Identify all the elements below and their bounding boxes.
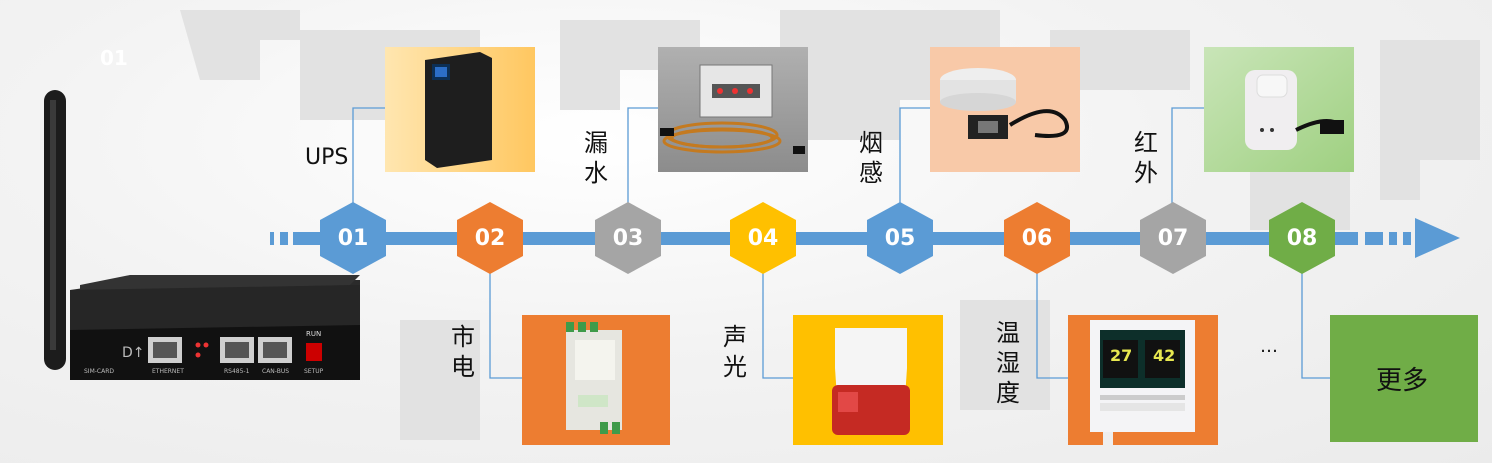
label-smoke: 烟感 [859,129,883,187]
step-marker-04: 04 [730,202,796,274]
gateway-device-image: D↑ [44,90,360,380]
step-marker-08: 08 [1269,202,1335,274]
step-number: 01 [337,225,369,251]
thermo-temp-readout: 27 [1110,346,1133,365]
thermo-humidity-readout: 42 [1153,346,1176,365]
step-marker-02: 02 [457,202,523,274]
label-ellipsis: … [1260,336,1278,357]
background-step-number: 01 [100,46,128,70]
step-marker-05: 05 [867,202,933,274]
step-marker-01: 01 [320,202,386,274]
label-infrared: 红外 [1134,129,1158,187]
step-number: 06 [1021,225,1053,251]
label-sound-light: 声光 [723,323,747,381]
step-number: 04 [747,225,779,251]
step-marker-07: 07 [1140,202,1206,274]
label-water-leak: 漏水 [584,129,608,187]
step-number: 02 [474,225,506,251]
step-marker-06: 06 [1004,202,1070,274]
step-number: 05 [884,225,916,251]
step-marker-03: 03 [595,202,661,274]
step-number: 03 [612,225,644,251]
label-temp-humidity: 温湿度 [996,319,1020,407]
label-mains: 市电 [451,323,475,381]
step-number: 08 [1286,225,1318,251]
step-number: 07 [1157,225,1189,251]
more-box-label: 更多 [1376,366,1429,396]
svg-text:D↑: D↑ [122,345,145,361]
label-ups: UPS [305,145,349,170]
